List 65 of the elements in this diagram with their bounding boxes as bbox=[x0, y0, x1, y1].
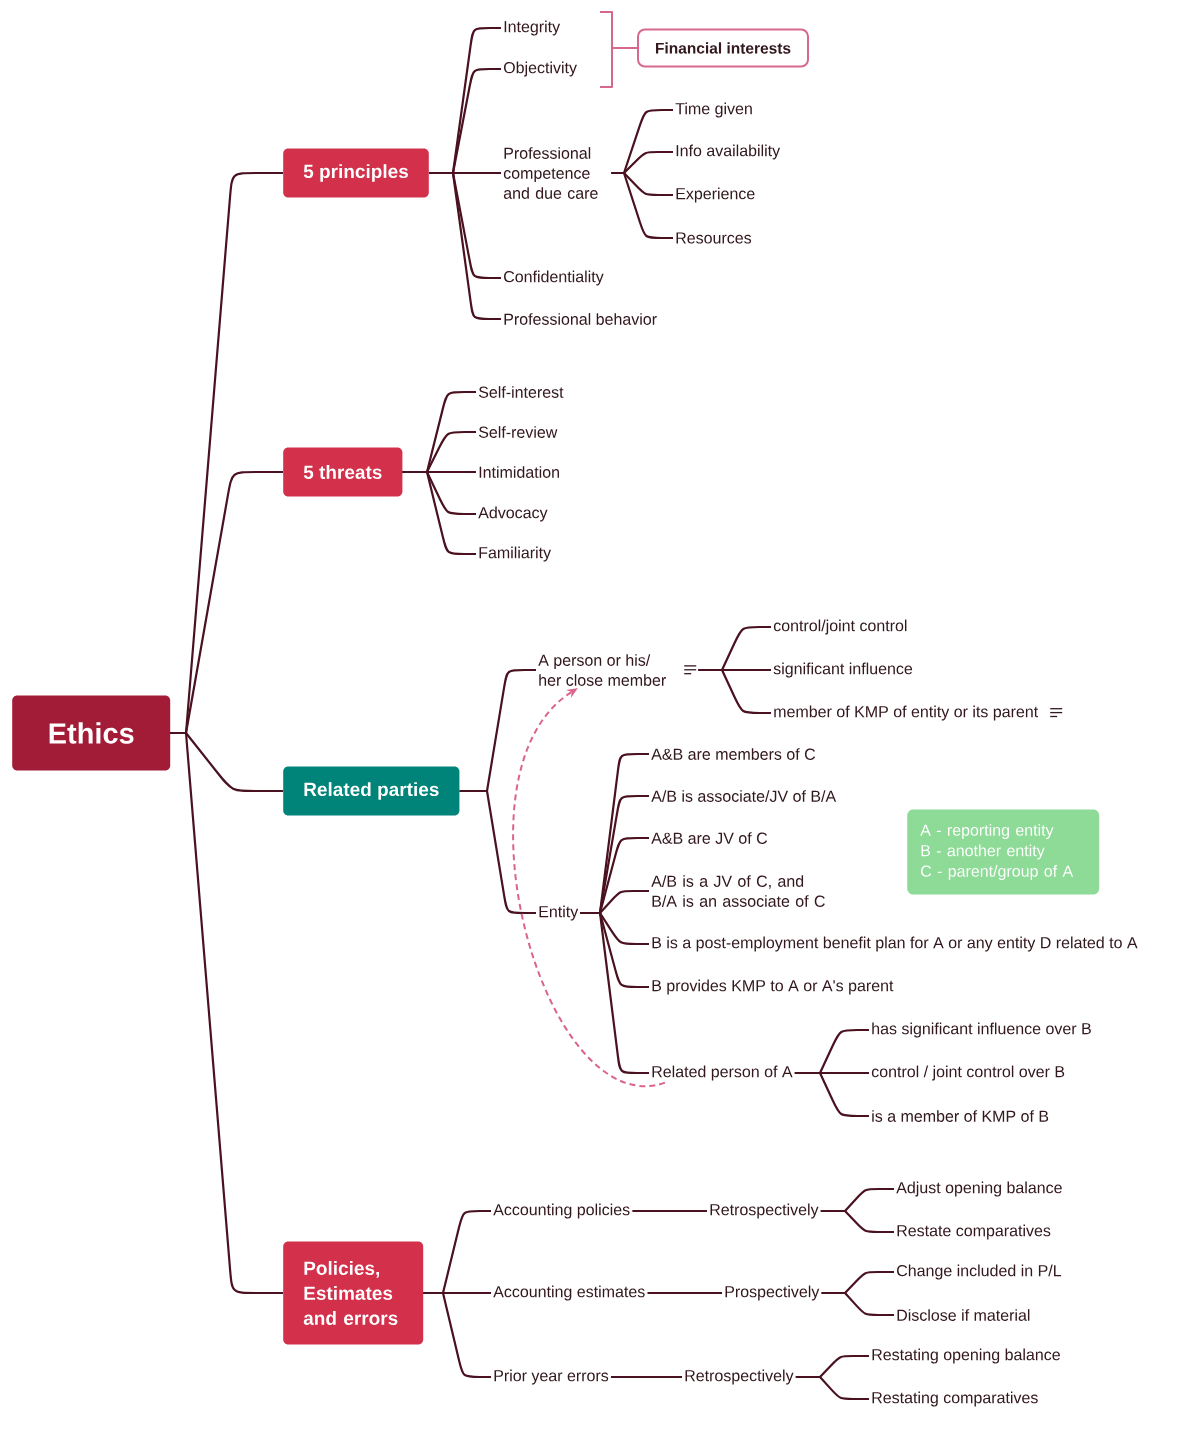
branch-text: A/B is associate/JV of B/A bbox=[651, 790, 837, 802]
branch-line bbox=[459, 789, 536, 915]
branch-line bbox=[632, 1209, 707, 1213]
branch-text: Entity bbox=[539, 905, 579, 921]
branch-line bbox=[794, 1071, 869, 1118]
branch-line bbox=[820, 1209, 894, 1234]
bracket bbox=[599, 47, 638, 88]
branch-text: Restating opening balance bbox=[872, 1348, 1060, 1364]
branch-text: Integrity bbox=[504, 20, 561, 36]
branch-text: control / joint control over B bbox=[871, 1065, 1065, 1081]
branch-text: Familiarity bbox=[479, 546, 552, 562]
topic-box: 5 threats bbox=[283, 447, 403, 497]
branch-text: Professional competence and due care bbox=[503, 147, 598, 199]
branch-line bbox=[698, 668, 771, 715]
branch-text: A&B are JV of C bbox=[651, 832, 768, 844]
curved-arrow bbox=[512, 688, 666, 1087]
branch-text: A person or his/ her close member bbox=[538, 654, 697, 686]
branch-line bbox=[611, 1375, 682, 1379]
branch-text: Self-interest bbox=[478, 386, 564, 398]
branch-text: Retrospectively bbox=[685, 1369, 794, 1385]
branch-text: member of KMP of entity or its parent bbox=[774, 705, 1063, 721]
branch-text: Info availability bbox=[676, 144, 781, 160]
topic-box: 5 principles bbox=[283, 148, 429, 198]
branch-text: Objectivity bbox=[503, 61, 577, 77]
branch-text: Resources bbox=[676, 232, 752, 244]
branch-text: Intimidation bbox=[479, 466, 559, 478]
branch-line bbox=[402, 470, 476, 556]
branch-line bbox=[821, 1291, 894, 1317]
branch-text: B provides KMP to A or A's parent bbox=[652, 979, 894, 995]
branch-line bbox=[580, 911, 649, 1075]
branch-text: Restating comparatives bbox=[872, 1391, 1038, 1407]
branch-text: control/joint control bbox=[773, 619, 907, 635]
branch-text: Disclose if material bbox=[897, 1309, 1030, 1321]
branch-line bbox=[429, 171, 501, 321]
branch-text: A/B is a JV of C, and B/A is an associate of C bbox=[651, 875, 825, 907]
branch-text: Self-review bbox=[478, 426, 558, 438]
branch-text: Prospectively bbox=[725, 1285, 820, 1301]
branch-text: Experience bbox=[676, 187, 755, 203]
branch-line bbox=[795, 1375, 869, 1401]
topic-box: Policies, Estimates and errors bbox=[283, 1241, 424, 1345]
branch-text: B is a post-employment benefit plan for A or any entity D related to A bbox=[652, 936, 1138, 952]
branch-text: Related person of A bbox=[652, 1065, 793, 1081]
branch-text: Time given bbox=[675, 102, 752, 118]
branch-text: A&B are members of C bbox=[651, 748, 816, 760]
branch-line bbox=[647, 1291, 722, 1295]
branch-text: Restate comparatives bbox=[897, 1224, 1051, 1240]
branch-line bbox=[170, 731, 283, 1295]
branch-text: Change included in P/L bbox=[897, 1264, 1062, 1280]
branch-line bbox=[423, 1291, 491, 1379]
branch-text: Advocacy bbox=[478, 506, 548, 522]
branch-text: Accounting estimates bbox=[493, 1285, 645, 1301]
summary-box: Financial interests bbox=[637, 28, 809, 68]
branch-text: Professional behavior bbox=[504, 313, 657, 325]
branch-text: has significant influence over B bbox=[872, 1022, 1091, 1038]
branch-text: Retrospectively bbox=[710, 1203, 819, 1219]
branch-text: Confidentiality bbox=[504, 270, 604, 286]
branch-text: Adjust opening balance bbox=[896, 1181, 1062, 1197]
note-box: A - reporting entity B - another entity C - parent/group of A bbox=[907, 809, 1100, 895]
branch-text: Prior year errors bbox=[494, 1369, 609, 1385]
branch-text: is a member of KMP of B bbox=[872, 1110, 1049, 1122]
branch-text: significant influence bbox=[773, 662, 913, 678]
branch-text: Accounting policies bbox=[493, 1203, 630, 1219]
root-box: Ethics bbox=[12, 695, 171, 771]
topic-box: Related parties bbox=[283, 766, 460, 816]
branch-line bbox=[611, 171, 673, 240]
